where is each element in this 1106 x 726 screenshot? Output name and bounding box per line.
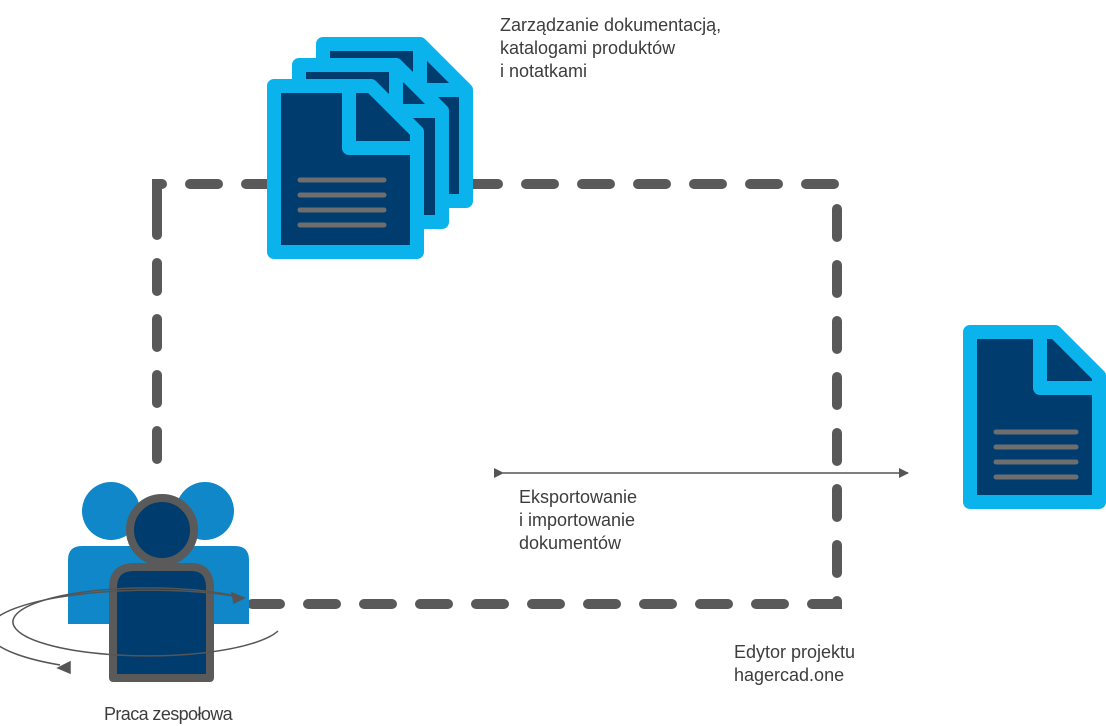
team-users-icon — [68, 482, 249, 682]
export-import-label: Eksportowanie i importowanie dokumentów — [519, 487, 638, 553]
dashed-workflow-frame — [152, 179, 842, 609]
teamwork-label: Praca zespołowa — [104, 704, 233, 724]
document-icon — [963, 325, 1106, 509]
circular-arrow-icon — [0, 587, 279, 675]
project-editor-label: Edytor projektu hagercad.one — [734, 642, 856, 685]
documentation-management-label: Zarządzanie dokumentacją, katalogami pro… — [500, 15, 722, 81]
document-stack-icon — [267, 37, 473, 259]
